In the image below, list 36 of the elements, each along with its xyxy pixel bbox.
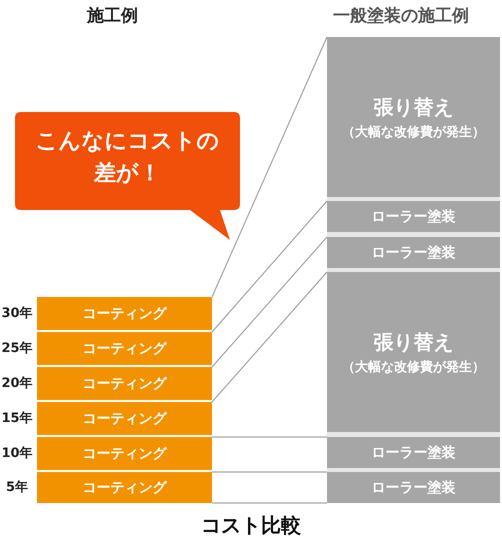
- bar-note: （大幅な改修費が発生）: [342, 358, 485, 376]
- bar-title: ローラー塗装: [372, 244, 456, 262]
- chart-caption: コスト比較: [200, 512, 302, 539]
- bubble-text: こんなにコストの差が！: [35, 128, 220, 188]
- bar-title: ローラー塗装: [372, 478, 456, 496]
- bar-title: ローラー塗装: [372, 208, 456, 226]
- guide-line: [212, 236, 328, 368]
- renovation-bar: [327, 472, 500, 503]
- bar-title: 張り替え: [374, 328, 454, 356]
- guide-line: [212, 200, 328, 332]
- coating-bar: コーティング: [37, 402, 212, 435]
- coating-bar: コーティング: [37, 367, 212, 400]
- coating-bar: コーティング: [37, 297, 212, 330]
- bar-title: ローラー塗装: [372, 444, 456, 462]
- coating-bar: コーティング: [37, 437, 212, 470]
- column-heading: 一般塗装の施工例: [332, 5, 470, 27]
- guide-line: [212, 436, 328, 438]
- year-label: 15年: [0, 410, 34, 428]
- coating-bar: コーティング: [37, 332, 212, 365]
- bar-note: （大幅な改修費が発生）: [342, 124, 485, 140]
- bar-title: 張り替え: [374, 94, 454, 120]
- guide-line: [212, 502, 328, 504]
- year-label: 20年: [0, 374, 34, 392]
- renovation-bar: [327, 37, 500, 197]
- renovation-bar: [327, 237, 500, 268]
- renovation-bar: [327, 272, 500, 432]
- year-label: 30年: [0, 304, 34, 322]
- year-label: 25年: [0, 340, 34, 358]
- guide-line: [212, 36, 328, 298]
- coating-bar: コーティング: [37, 472, 212, 503]
- year-label: 10年: [0, 444, 34, 462]
- guide-line: [212, 272, 328, 402]
- renovation-bar: [327, 437, 500, 468]
- column-heading: 施工例: [86, 5, 139, 27]
- year-label: 5年: [4, 478, 30, 496]
- renovation-bar: [327, 201, 500, 232]
